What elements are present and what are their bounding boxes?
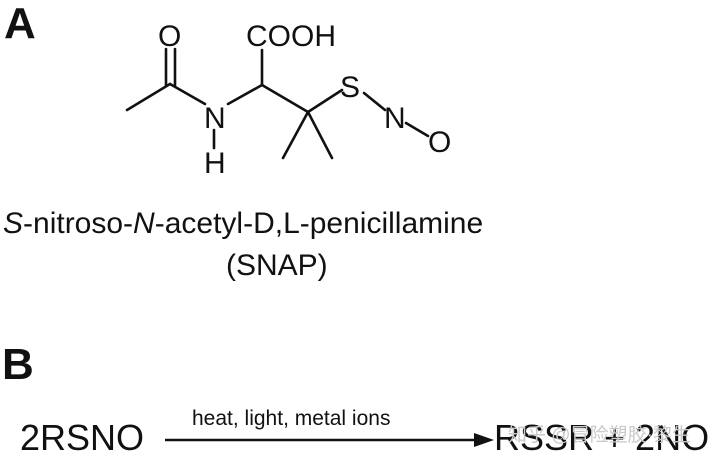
bond-beta-methyl-left bbox=[281, 110, 310, 160]
reaction-product: RSSR + 2NO bbox=[494, 417, 710, 458]
name-italic-n: N bbox=[133, 207, 155, 240]
watermark: 知乎 @冒险塑胶·黎生 bbox=[508, 425, 691, 446]
panel-label-b: B bbox=[2, 340, 34, 389]
atom-o-carbonyl: O bbox=[158, 20, 181, 53]
compound-name: S-nitroso-N-acetyl-D,L-penicillamine bbox=[0, 207, 600, 241]
compound-name-line: S-nitroso-N-acetyl-D,L-penicillamine bbox=[3, 207, 600, 241]
name-italic-s: S bbox=[3, 207, 24, 240]
reaction-reactant: 2RSNO bbox=[20, 417, 145, 458]
bond-beta-s bbox=[306, 88, 344, 114]
bond-alpha-beta bbox=[260, 83, 310, 114]
atom-n-amide: N bbox=[204, 102, 226, 135]
bond-carbonyl-n bbox=[168, 82, 207, 106]
bond-beta-methyl-right bbox=[306, 110, 334, 160]
atom-o-nitroso: O bbox=[428, 126, 451, 159]
bond-s-n bbox=[362, 91, 387, 112]
reaction-arrow-head bbox=[474, 433, 494, 447]
compound-abbreviation: (SNAP) bbox=[226, 249, 328, 282]
atom-n-nitroso: N bbox=[384, 102, 406, 135]
bond-n-alpha bbox=[226, 83, 264, 106]
atom-s: S bbox=[340, 71, 360, 104]
name-part-1: -nitroso- bbox=[23, 207, 134, 240]
atom-cooh: COOH bbox=[246, 20, 336, 53]
atom-h-amide: H bbox=[204, 147, 226, 180]
bond-methyl-carbonyl bbox=[125, 82, 172, 112]
name-part-2: -acetyl-D,L-penicillamine bbox=[154, 207, 484, 240]
panel-label-a: A bbox=[4, 0, 36, 48]
snap-structure-diagram: O COOH N H S N O bbox=[125, 20, 451, 180]
bond-n-o bbox=[404, 121, 430, 138]
reaction-conditions: heat, light, metal ions bbox=[192, 407, 391, 430]
